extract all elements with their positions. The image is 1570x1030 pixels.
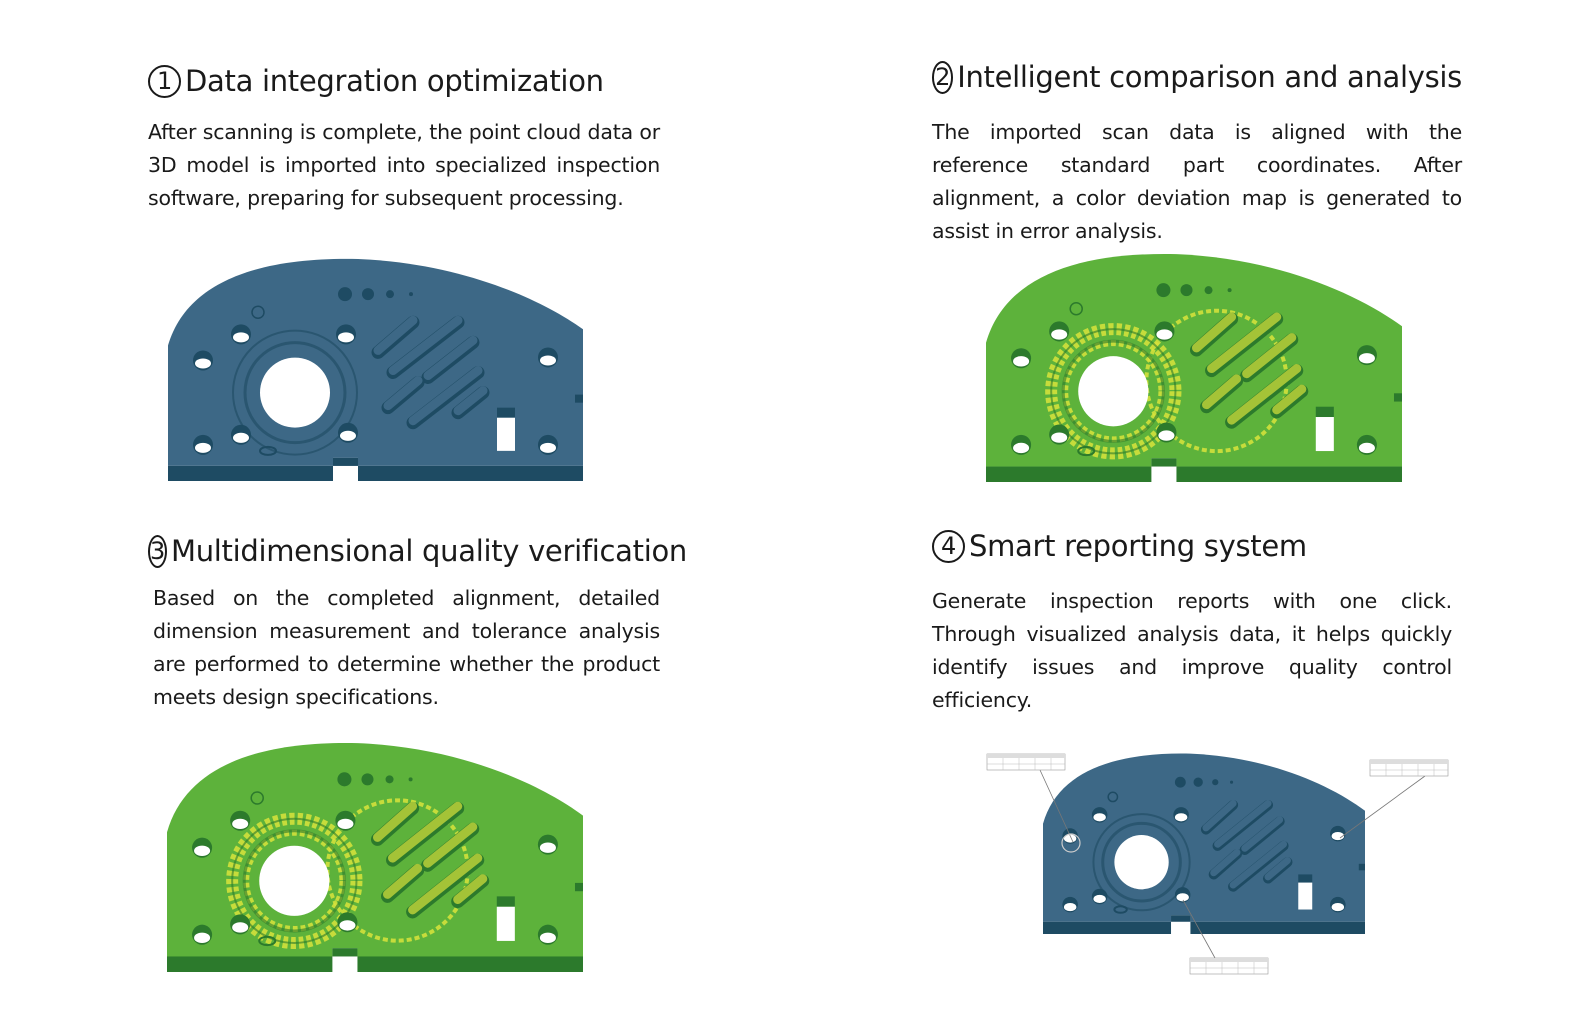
section-body: Based on the completed alignment, detail… [153, 586, 660, 709]
section-body: After scanning is complete, the point cl… [148, 120, 660, 210]
step-number: 1 [148, 64, 181, 98]
blue-scan-model-image [168, 258, 583, 481]
report-callout-table [1189, 957, 1269, 975]
section-body: Generate inspection reports with one cli… [932, 589, 1452, 712]
step-number: 4 [932, 529, 965, 563]
part-body [986, 253, 1402, 482]
report-callout-table [986, 753, 1066, 771]
step-number: 2 [932, 60, 954, 94]
section-title-text: Data integration optimization [185, 64, 604, 98]
section-title-text: Multidimensional quality verification [170, 534, 687, 568]
part-body [1043, 753, 1365, 935]
report-callout-table [1369, 759, 1449, 777]
part-body [168, 258, 583, 481]
step-number: 3 [148, 534, 167, 568]
annotated-deviation-map-image [167, 742, 583, 972]
color-deviation-map-image [986, 253, 1402, 482]
part-body [167, 742, 583, 972]
section-title-text: Intelligent comparison and analysis [957, 60, 1462, 94]
report-model-image [986, 753, 1449, 975]
section-title-text: Smart reporting system [969, 529, 1307, 563]
section-body: The imported scan data is aligned with t… [932, 120, 1462, 243]
